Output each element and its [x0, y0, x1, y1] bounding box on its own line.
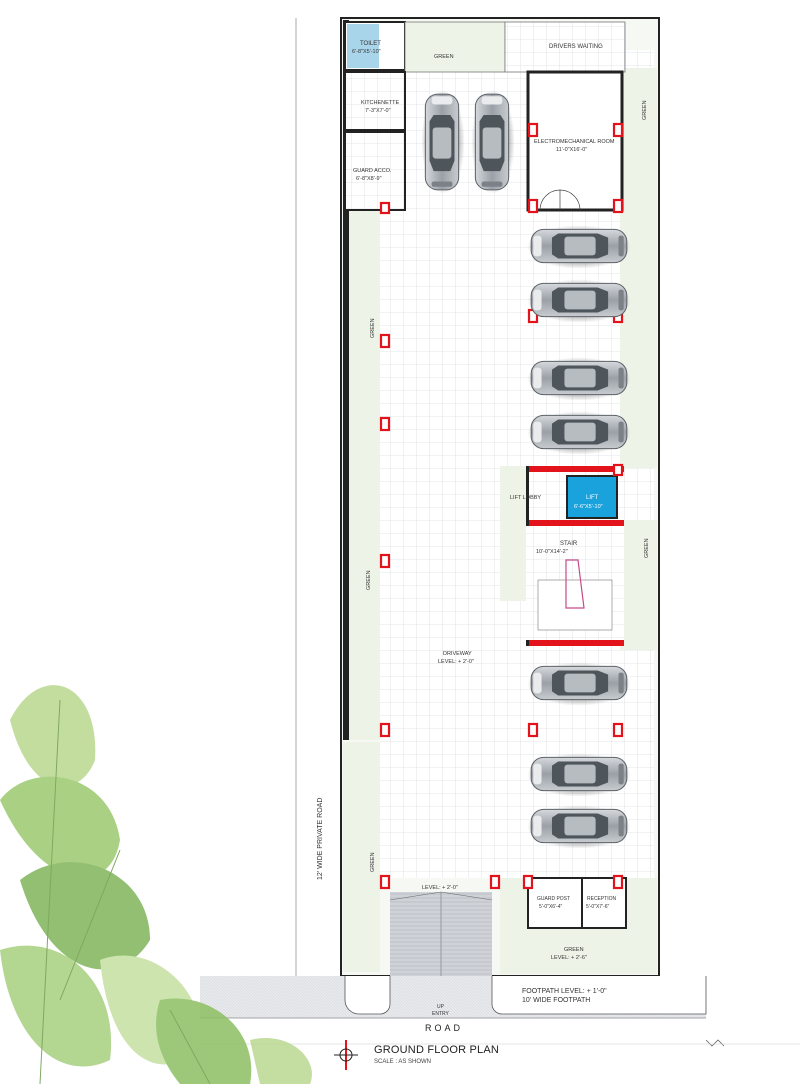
- stair-label: STAIR: [560, 541, 578, 547]
- structural-columns: [379, 122, 624, 890]
- car-icon: [420, 90, 464, 194]
- lift-label: LIFT: [586, 495, 599, 501]
- toilet-size: 6'-8"X5'-10": [352, 49, 381, 55]
- green-left-mid-label: GREEN: [366, 570, 372, 590]
- toilet-label: TOILET: [360, 41, 381, 47]
- leaf-decoration-icon: [0, 685, 312, 1084]
- footpath-level-label: FOOTPATH LEVEL: + 1'-0": [522, 988, 607, 995]
- lift-size: 6'-6"X5'-10": [574, 504, 603, 510]
- green-bottom-level: LEVEL: + 2'-6": [551, 955, 587, 961]
- lift-lobby-label: LIFT LOBBY: [510, 495, 541, 501]
- entry-level-label: LEVEL: + 2'-0": [422, 885, 458, 891]
- green-top-label: GREEN: [434, 54, 454, 60]
- driveway-label: DRIVEWAY: [443, 651, 472, 657]
- car-icon: [527, 752, 631, 796]
- green-right-mid-label: GREEN: [644, 538, 650, 558]
- north-arrow-icon: [334, 1040, 358, 1070]
- private-road-label: 12' WIDE PRIVATE ROAD: [317, 798, 324, 880]
- car-icon: [527, 410, 631, 454]
- driveway-level: LEVEL: + 2'-0": [438, 659, 474, 665]
- footpath-width-label: 10' WIDE FOOTPATH: [522, 997, 590, 1004]
- guard-acco-size: 6'-8"X8'-9": [356, 176, 382, 182]
- green-bottom-label: GREEN: [564, 947, 584, 953]
- car-icon: [527, 278, 631, 322]
- electromechanical-size: 11'-0"X16'-0": [556, 147, 587, 153]
- car-icon: [527, 356, 631, 400]
- car-icon: [527, 224, 631, 268]
- green-left-bottom-label: GREEN: [370, 852, 376, 872]
- green-left-top-label: GREEN: [370, 318, 376, 338]
- reception-size: 5'-0"X7'-6": [586, 904, 609, 910]
- up-label: UP: [437, 1004, 445, 1010]
- guard-post-size: 5'-0"X6'-4": [539, 904, 562, 910]
- plan-scale: SCALE : AS SHOWN: [374, 1059, 432, 1065]
- drivers-waiting-label: DRIVERS WAITING: [549, 44, 603, 50]
- reception-label: RECEPTION: [587, 896, 617, 902]
- green-right-top-label: GREEN: [642, 100, 648, 120]
- plan-title: GROUND FLOOR PLAN: [374, 1044, 500, 1056]
- road-label: ROAD: [425, 1023, 464, 1033]
- stair-size: 10'-0"X14'-2": [536, 549, 568, 555]
- guard-acco-label: GUARD ACCO.: [353, 168, 392, 174]
- entry-label: ENTRY: [432, 1011, 450, 1017]
- car-icon: [527, 661, 631, 705]
- car-icon: [470, 90, 514, 194]
- guard-post-label: GUARD POST: [537, 896, 570, 902]
- kitchenette-size: 7'-3"X7'-0": [365, 108, 391, 114]
- kitchenette-label: KITCHENETTE: [361, 100, 400, 106]
- car-icon: [527, 804, 631, 848]
- electromechanical-label: ELECTROMECHANICAL ROOM: [534, 139, 615, 145]
